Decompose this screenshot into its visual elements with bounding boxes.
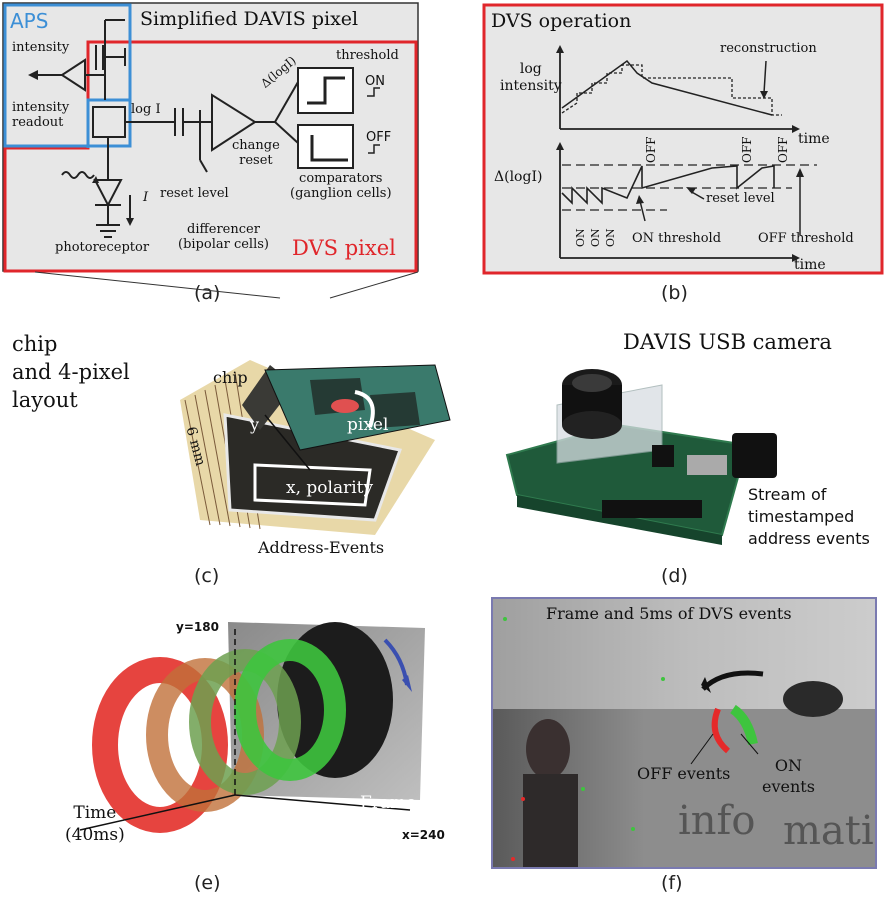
caption-a: (a)	[194, 282, 221, 304]
frame-label: Frame	[360, 793, 417, 813]
address-events-label: Address-Events	[258, 538, 385, 557]
off-events-label: OFF events	[637, 764, 731, 783]
log-i-label: log I	[131, 102, 161, 117]
time-axis-label: Time (40ms)	[65, 803, 125, 845]
on-label-2: ON	[589, 228, 602, 247]
panel-f-title: Frame and 5ms of DVS events	[546, 604, 792, 623]
log-intensity-label: log intensity	[500, 61, 562, 94]
camera-image	[497, 345, 787, 550]
intensity-label: intensity	[12, 40, 70, 55]
off-label-2: OFF	[740, 136, 754, 164]
caption-d: (d)	[661, 565, 688, 587]
intensity-readout-label: intensity readout	[12, 100, 70, 130]
chip-label: chip	[213, 368, 248, 387]
davis-pixel-schematic	[2, 2, 419, 273]
on-label-3: ON	[604, 228, 617, 247]
threshold-label: threshold	[336, 48, 399, 63]
off-label-1: OFF	[644, 136, 658, 164]
event-spiral-illustration	[79, 622, 425, 833]
off-threshold-label: OFF threshold	[758, 231, 854, 246]
panel-b: DVS operation reconstruction log intensi…	[482, 3, 884, 275]
dvs-operation-diagram	[482, 3, 884, 275]
dvs-pixel-label: DVS pixel	[292, 236, 396, 260]
chip-layout-side-label: chip and 4-pixel layout	[12, 332, 130, 412]
pixel-label: pixel	[347, 415, 389, 435]
comparators-label: comparators (ganglion cells)	[290, 171, 392, 201]
chip-image	[170, 300, 460, 540]
zoom-lines	[34, 271, 419, 299]
on-label-1: ON	[574, 228, 587, 247]
svg-text:info: info	[678, 798, 755, 844]
reconstruction-label: reconstruction	[720, 41, 817, 56]
photoreceptor-label: photoreceptor	[55, 240, 150, 255]
caption-c: (c)	[194, 565, 220, 587]
delta-log-i-label: Δ(logI)	[494, 169, 543, 185]
off-label-3: OFF	[776, 136, 790, 164]
reset-level-label-b: reset level	[706, 191, 775, 206]
davis-usb-camera-photo	[505, 369, 777, 545]
chip-layout-illustration	[180, 360, 451, 535]
panel-d-title: DAVIS USB camera	[623, 330, 832, 354]
time-label-top: time	[798, 131, 830, 147]
x-axis-label: x=240	[402, 828, 445, 842]
on-label: ON	[365, 74, 385, 89]
caption-b: (b)	[661, 282, 688, 304]
time-label-bottom: time	[794, 257, 826, 273]
caption-e: (e)	[194, 872, 221, 894]
caption-f: (f)	[661, 872, 683, 894]
stream-label: Stream of timestamped address events	[748, 485, 870, 548]
differencer-label: differencer (bipolar cells)	[178, 222, 269, 252]
panel-b-title: DVS operation	[491, 10, 632, 32]
off-label: OFF	[366, 130, 392, 145]
frame-events-illustration: info matio	[493, 599, 875, 867]
x-polarity-label: x, polarity	[286, 478, 374, 498]
panel-a: Simplified DAVIS pixel APS intensity int…	[0, 0, 420, 275]
panel-a-title: Simplified DAVIS pixel	[140, 8, 359, 30]
y-axis-label: y=180	[176, 620, 219, 634]
svg-text:matio: matio	[783, 808, 875, 854]
on-threshold-label: ON threshold	[632, 231, 722, 246]
aps-label: APS	[10, 9, 49, 33]
change-reset-label: change reset	[232, 138, 280, 168]
current-symbol: I	[143, 190, 149, 205]
frame-with-events-image: info matio	[491, 597, 877, 869]
reset-level-label: reset level	[160, 186, 229, 201]
y-label: y	[250, 415, 260, 434]
event-spiral-plot	[40, 600, 460, 850]
on-events-label: ON events	[762, 756, 815, 796]
